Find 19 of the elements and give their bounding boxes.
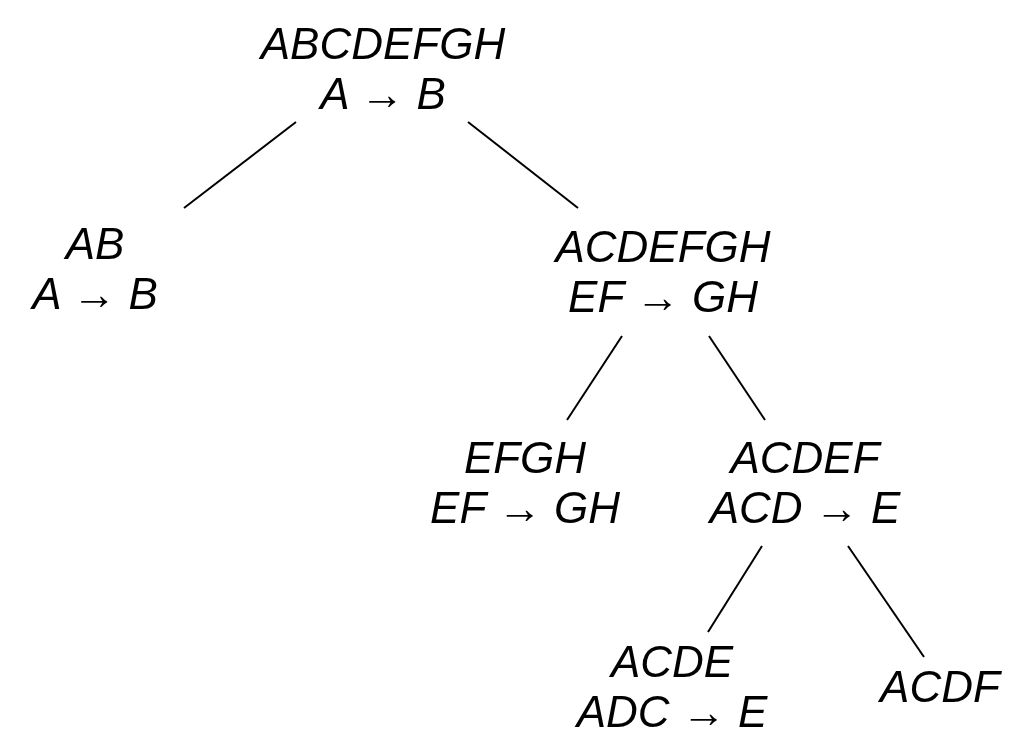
functional-dependency: A → B (32, 269, 158, 319)
functional-dependency: EF → GH (430, 482, 620, 533)
attribute-set: EFGH (463, 432, 587, 483)
tree-branch (707, 545, 763, 633)
attribute-set: ACDEF (730, 433, 880, 483)
tree-branch (467, 121, 579, 209)
attribute-set: ACDF (880, 662, 1000, 712)
functional-dependency: A → B (320, 69, 446, 119)
functional-dependency: EF → GH (568, 272, 758, 322)
attribute-set: ACDEFGH (555, 222, 771, 272)
attribute-set: ABCDEFGH (260, 19, 506, 69)
tree-branch (847, 545, 925, 658)
attribute-set: AB (65, 219, 125, 269)
tree-branch (708, 335, 766, 421)
tree-branch (183, 121, 297, 209)
functional-dependency: ADC → E (576, 687, 768, 737)
tree-branch (566, 335, 623, 421)
attribute-set: ACDE (610, 637, 734, 687)
functional-dependency: ACD → E (709, 483, 901, 533)
